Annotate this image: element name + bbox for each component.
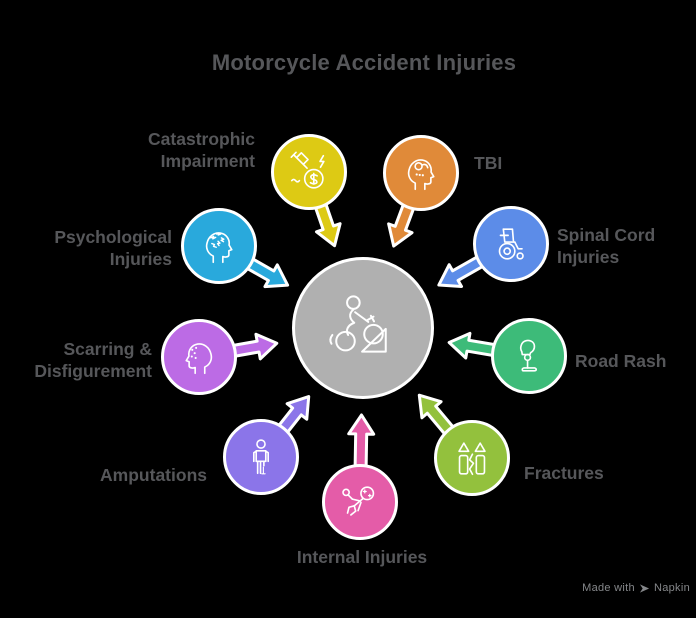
made-with-napkin-badge: Made with Napkin	[582, 582, 690, 594]
injured-person-icon	[337, 479, 383, 525]
label-tbi: TBI	[474, 153, 503, 173]
node-amputations	[223, 419, 299, 495]
center-topic-circle	[292, 257, 434, 399]
node-psychological-injuries	[181, 208, 257, 284]
label-catastrophic-impairment: Catastrophic Impairment	[148, 129, 255, 171]
label-scarring-disfigurement: Scarring & Disfigurement	[34, 339, 152, 381]
label-internal-injuries: Internal Injuries	[296, 547, 428, 567]
made-with-text: Made with	[582, 582, 635, 594]
brain-injury-icon	[398, 150, 444, 196]
scarred-face-icon	[176, 334, 222, 380]
prosthetic-leg-icon	[506, 333, 552, 379]
node-scarring-disfigurement	[161, 319, 237, 395]
label-road-rash: Road Rash	[575, 351, 667, 371]
label-fractures: Fractures	[524, 463, 604, 483]
node-fractures	[434, 420, 510, 496]
napkin-logo-icon	[639, 583, 650, 593]
node-spinal-cord-injuries	[473, 206, 549, 282]
syringe-cost-icon	[286, 149, 332, 195]
label-spinal-cord-injuries: Spinal Cord Injuries	[557, 225, 656, 267]
broken-bone-icon	[449, 435, 495, 481]
node-tbi	[383, 135, 459, 211]
node-road-rash	[491, 318, 567, 394]
stressed-mind-icon	[196, 223, 242, 269]
napkin-brand-text: Napkin	[653, 582, 690, 594]
label-psychological-injuries: Psychological Injuries	[54, 227, 172, 269]
node-internal-injuries	[322, 464, 398, 540]
label-amputations: Amputations	[100, 465, 207, 485]
motorcycle-rider-icon	[321, 286, 405, 370]
amputee-icon	[238, 434, 284, 480]
wheelchair-icon	[488, 221, 534, 267]
node-catastrophic-impairment	[271, 134, 347, 210]
page-title: Motorcycle Accident Injuries	[211, 50, 517, 75]
